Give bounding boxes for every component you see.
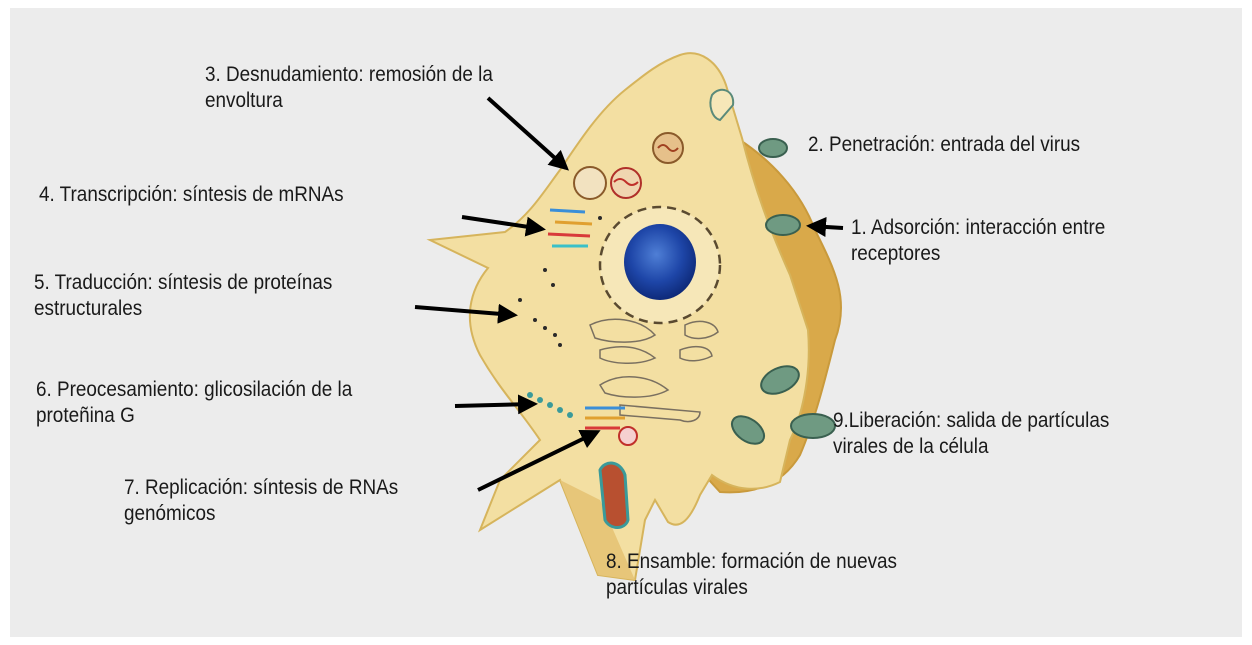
virus-particle-penetrating xyxy=(759,139,787,157)
label-step1-line2: receptores xyxy=(851,242,940,265)
arrow-step1 xyxy=(810,226,843,228)
nucleus xyxy=(624,224,696,300)
label-step5: 5. Traducción: síntesis de proteínas est… xyxy=(34,270,332,322)
label-step6-line1: 6. Preocesamiento: glicosilación de la xyxy=(36,378,352,401)
label-step1: 1. Adsorción: interacción entre receptor… xyxy=(851,215,1105,267)
label-step6-line2: proteñina G xyxy=(36,404,135,427)
label-step3-line2: envoltura xyxy=(205,89,283,112)
arrow-step6 xyxy=(455,404,534,406)
assembling-particle xyxy=(600,463,628,527)
label-step4: 4. Transcripción: síntesis de mRNAs xyxy=(39,182,344,208)
label-step6: 6. Preocesamiento: glicosilación de la p… xyxy=(36,377,352,429)
label-step4-line1: 4. Transcripción: síntesis de mRNAs xyxy=(39,183,344,206)
replication-complex xyxy=(619,427,637,445)
label-step5-line2: estructurales xyxy=(34,297,142,320)
label-step9-line2: virales de la célula xyxy=(833,435,988,458)
label-step7: 7. Replicación: síntesis de RNAs genómic… xyxy=(124,475,398,527)
label-step9: 9.Liberación: salida de partículas viral… xyxy=(833,408,1109,460)
label-step1-line1: 1. Adsorción: interacción entre xyxy=(851,216,1105,239)
label-step8-line2: partículas virales xyxy=(606,576,748,599)
label-step5-line1: 5. Traducción: síntesis de proteínas xyxy=(34,271,332,294)
label-step7-line1: 7. Replicación: síntesis de RNAs xyxy=(124,476,398,499)
label-step2-line1: 2. Penetración: entrada del virus xyxy=(808,133,1080,156)
label-step8: 8. Ensamble: formación de nuevas partícu… xyxy=(606,549,897,601)
label-step7-line2: genómicos xyxy=(124,502,215,525)
virus-particle-adsorbing xyxy=(766,215,800,235)
virus-particle-released xyxy=(791,414,835,438)
label-step3-line1: 3. Desnudamiento: remosión de la xyxy=(205,63,493,86)
endosome-vesicle xyxy=(574,167,606,199)
label-step2: 2. Penetración: entrada del virus xyxy=(808,132,1080,158)
arrow-step3 xyxy=(488,98,566,168)
label-step9-line1: 9.Liberación: salida de partículas xyxy=(833,409,1109,432)
label-step3: 3. Desnudamiento: remosión de la envoltu… xyxy=(205,62,493,114)
label-step8-line1: 8. Ensamble: formación de nuevas xyxy=(606,550,897,573)
